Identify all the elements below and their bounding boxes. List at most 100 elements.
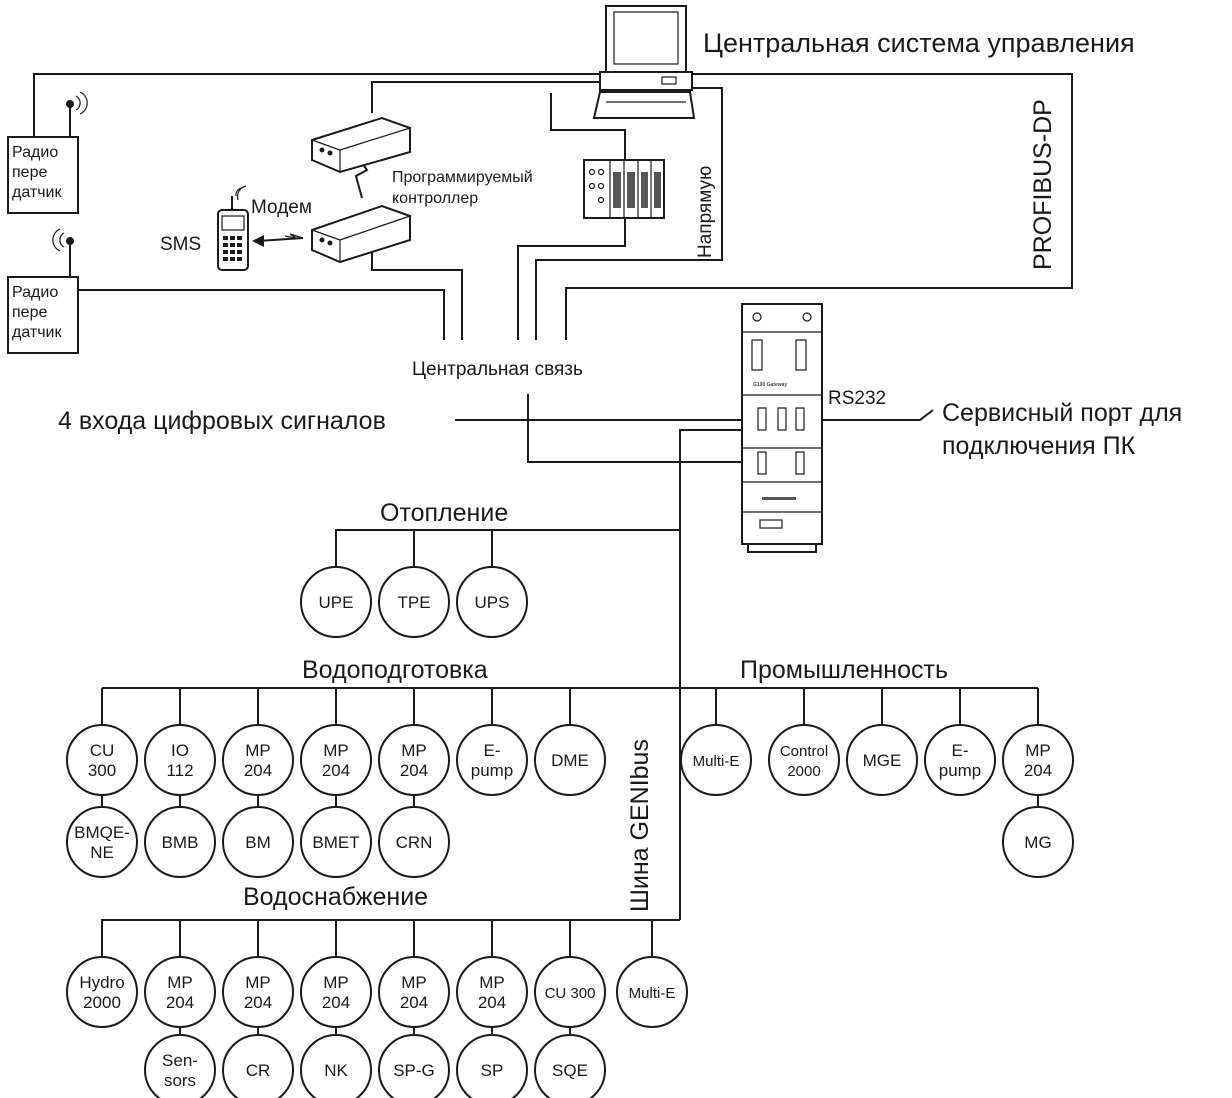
device-circle xyxy=(378,1034,450,1098)
profibus-label: PROFIBUS-DP xyxy=(1029,99,1057,270)
device-label: BM xyxy=(245,833,271,852)
device-label: BMET xyxy=(312,833,359,852)
device-label: UPE xyxy=(319,593,354,612)
device-circle xyxy=(456,1034,528,1098)
device-label: SP-G xyxy=(393,1061,435,1080)
device-circle xyxy=(66,806,138,878)
central-system-label: Центральная система управления xyxy=(703,28,1135,58)
rs232-label: RS232 xyxy=(828,388,886,409)
direct-label: Напрямую xyxy=(695,166,716,258)
radio2-line1: Радио xyxy=(12,284,58,301)
device-circle xyxy=(222,956,294,1028)
device-label: Sen- xyxy=(162,1051,198,1070)
device-label: Multi-E xyxy=(693,753,740,770)
water-treatment-label: Водоподготовка xyxy=(302,656,488,684)
device-label: pump xyxy=(939,761,982,780)
device-node: BM xyxy=(222,806,294,878)
device-circle xyxy=(456,566,528,638)
device-node: CRN xyxy=(378,806,450,878)
device-circle xyxy=(378,566,450,638)
device-node: SP xyxy=(456,1034,528,1098)
device-circle xyxy=(66,724,138,796)
device-circle xyxy=(378,724,450,796)
device-circle xyxy=(144,806,216,878)
device-circle xyxy=(144,1034,216,1098)
device-label: 2000 xyxy=(787,763,820,780)
device-circle xyxy=(66,956,138,1028)
device-node: SQE xyxy=(534,1034,606,1098)
device-circle xyxy=(222,806,294,878)
plc-label-line1: Программируемый xyxy=(392,169,533,186)
device-label: MP xyxy=(245,973,271,992)
device-node: SP-G xyxy=(378,1034,450,1098)
central-link-label: Центральная связь xyxy=(412,359,583,380)
device-circle xyxy=(144,724,216,796)
device-circle xyxy=(222,724,294,796)
device-label: MP xyxy=(401,973,427,992)
device-node: MGE xyxy=(846,724,918,796)
radio2-line2: пере xyxy=(12,304,47,321)
radio1-line1: Радио xyxy=(12,144,58,161)
device-label: MP xyxy=(323,741,349,760)
device-label: 204 xyxy=(1024,761,1052,780)
radio1-line3: датчик xyxy=(12,184,62,201)
device-node: Sen-sors xyxy=(144,1034,216,1098)
device-label: CU xyxy=(90,741,115,760)
radio2-line3: датчик xyxy=(12,324,62,341)
device-label: UPS xyxy=(475,593,510,612)
device-node: NK xyxy=(300,1034,372,1098)
device-label: CRN xyxy=(396,833,433,852)
device-label: 204 xyxy=(400,761,428,780)
device-node: Multi-E xyxy=(616,956,688,1028)
device-label: 204 xyxy=(322,993,350,1012)
device-circle xyxy=(300,724,372,796)
device-circle xyxy=(616,956,688,1028)
device-circle xyxy=(300,1034,372,1098)
device-node: UPE xyxy=(300,566,372,638)
bus-tree-lines xyxy=(101,529,1039,1038)
device-label: 300 xyxy=(88,761,116,780)
industry-label: Промышленность xyxy=(740,656,948,684)
device-label: 204 xyxy=(400,993,428,1012)
device-node: UPS xyxy=(456,566,528,638)
gateway-title: G100 Gateway xyxy=(753,382,787,388)
device-label: 204 xyxy=(166,993,194,1012)
device-label: E- xyxy=(484,741,501,760)
digital-inputs-label: 4 входа цифровых сигналов xyxy=(58,407,386,435)
device-label: DME xyxy=(551,751,589,770)
device-label: MP xyxy=(323,973,349,992)
device-label: Multi-E xyxy=(629,985,676,1002)
mobile-phone-icon xyxy=(217,185,249,271)
modem-label: Модем xyxy=(251,197,312,218)
device-circle xyxy=(846,724,918,796)
device-label: TPE xyxy=(397,593,430,612)
device-label: SQE xyxy=(552,1061,588,1080)
device-label: MP xyxy=(401,741,427,760)
device-label: sors xyxy=(164,1071,196,1090)
device-node: Multi-E xyxy=(680,724,752,796)
device-circle xyxy=(534,724,606,796)
device-circle xyxy=(1002,724,1074,796)
service-port-line2: подключения ПК xyxy=(942,432,1136,460)
device-label: 2000 xyxy=(83,993,121,1012)
heating-label: Отопление xyxy=(380,499,508,527)
genibus-label: Шина GENIbus xyxy=(626,739,654,912)
device-node: BMQE-NE xyxy=(66,806,138,878)
device-circle xyxy=(222,1034,294,1098)
device-node: E-pump xyxy=(924,724,996,796)
device-circle xyxy=(456,724,528,796)
device-circle xyxy=(300,806,372,878)
radio-transmitter-1 xyxy=(7,91,88,214)
modem-icon xyxy=(311,204,411,264)
device-circle xyxy=(300,566,372,638)
device-node: DME xyxy=(534,724,606,796)
